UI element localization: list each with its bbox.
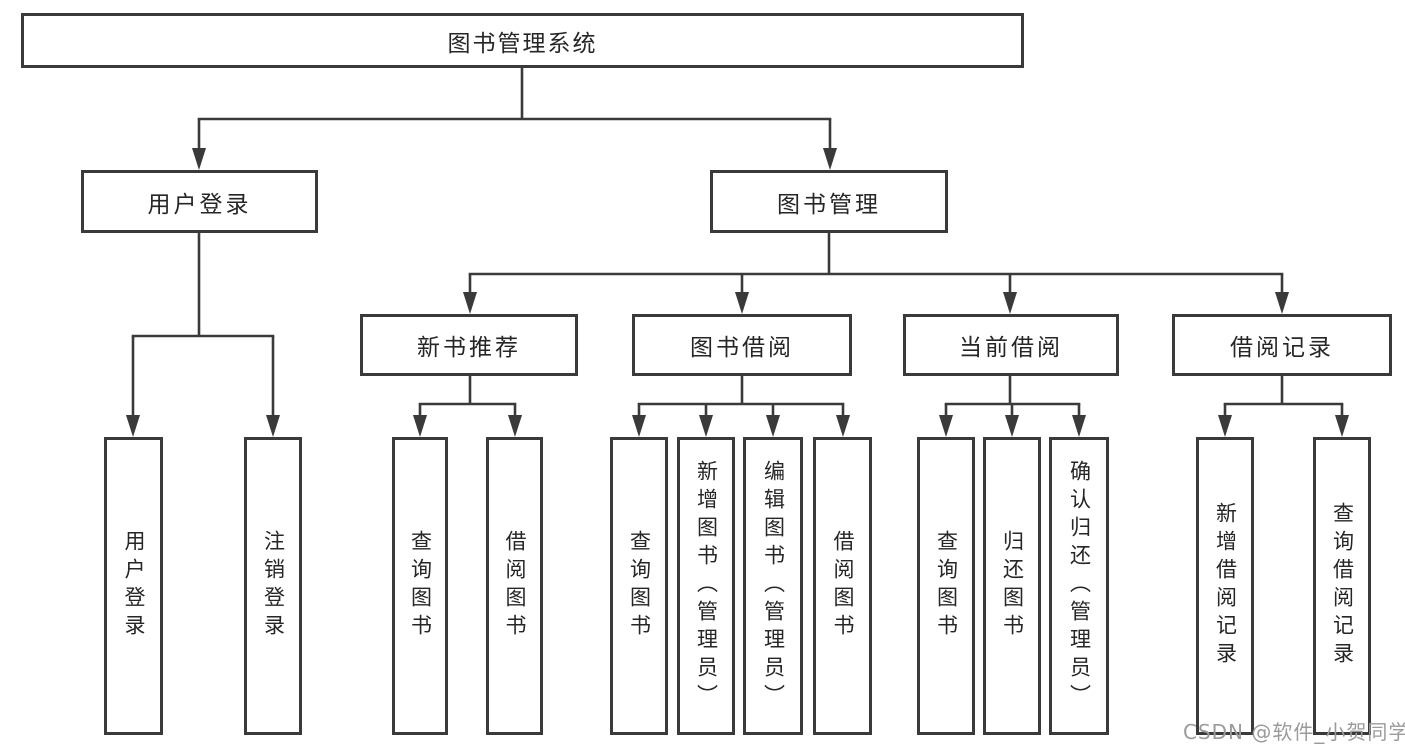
leaf-borrow-books-recommend: 借阅图书 [486,437,543,735]
leaf-borrow-books: 借阅图书 [813,437,872,735]
leaf-add-books-admin: 新增图书（管理员） [677,437,735,735]
leaf-user-login: 用户登录 [104,437,163,735]
leaf-query-books-recommend: 查询图书 [392,437,448,735]
node-user-login: 用户登录 [81,170,318,233]
node-library-management-system: 图书管理系统 [21,13,1024,68]
node-borrowing-records: 借阅记录 [1172,314,1392,376]
leaf-query-books-borrow: 查询图书 [610,437,668,735]
node-book-management: 图书管理 [710,170,948,233]
leaf-query-books-current: 查询图书 [917,437,975,735]
node-current-borrowing: 当前借阅 [903,314,1119,376]
arrowheads [126,148,1349,437]
node-new-book-recommendation: 新书推荐 [360,314,578,376]
leaf-query-borrow-record: 查询借阅记录 [1313,437,1371,735]
leaf-logout: 注销登录 [244,437,302,735]
leaf-confirm-return-admin: 确认归还（管理员） [1049,437,1109,735]
leaf-return-books: 归还图书 [983,437,1041,735]
leaf-add-borrow-record: 新增借阅记录 [1196,437,1254,735]
node-book-borrowing: 图书借阅 [632,314,852,376]
leaf-edit-books-admin: 编辑图书（管理员） [743,437,803,735]
